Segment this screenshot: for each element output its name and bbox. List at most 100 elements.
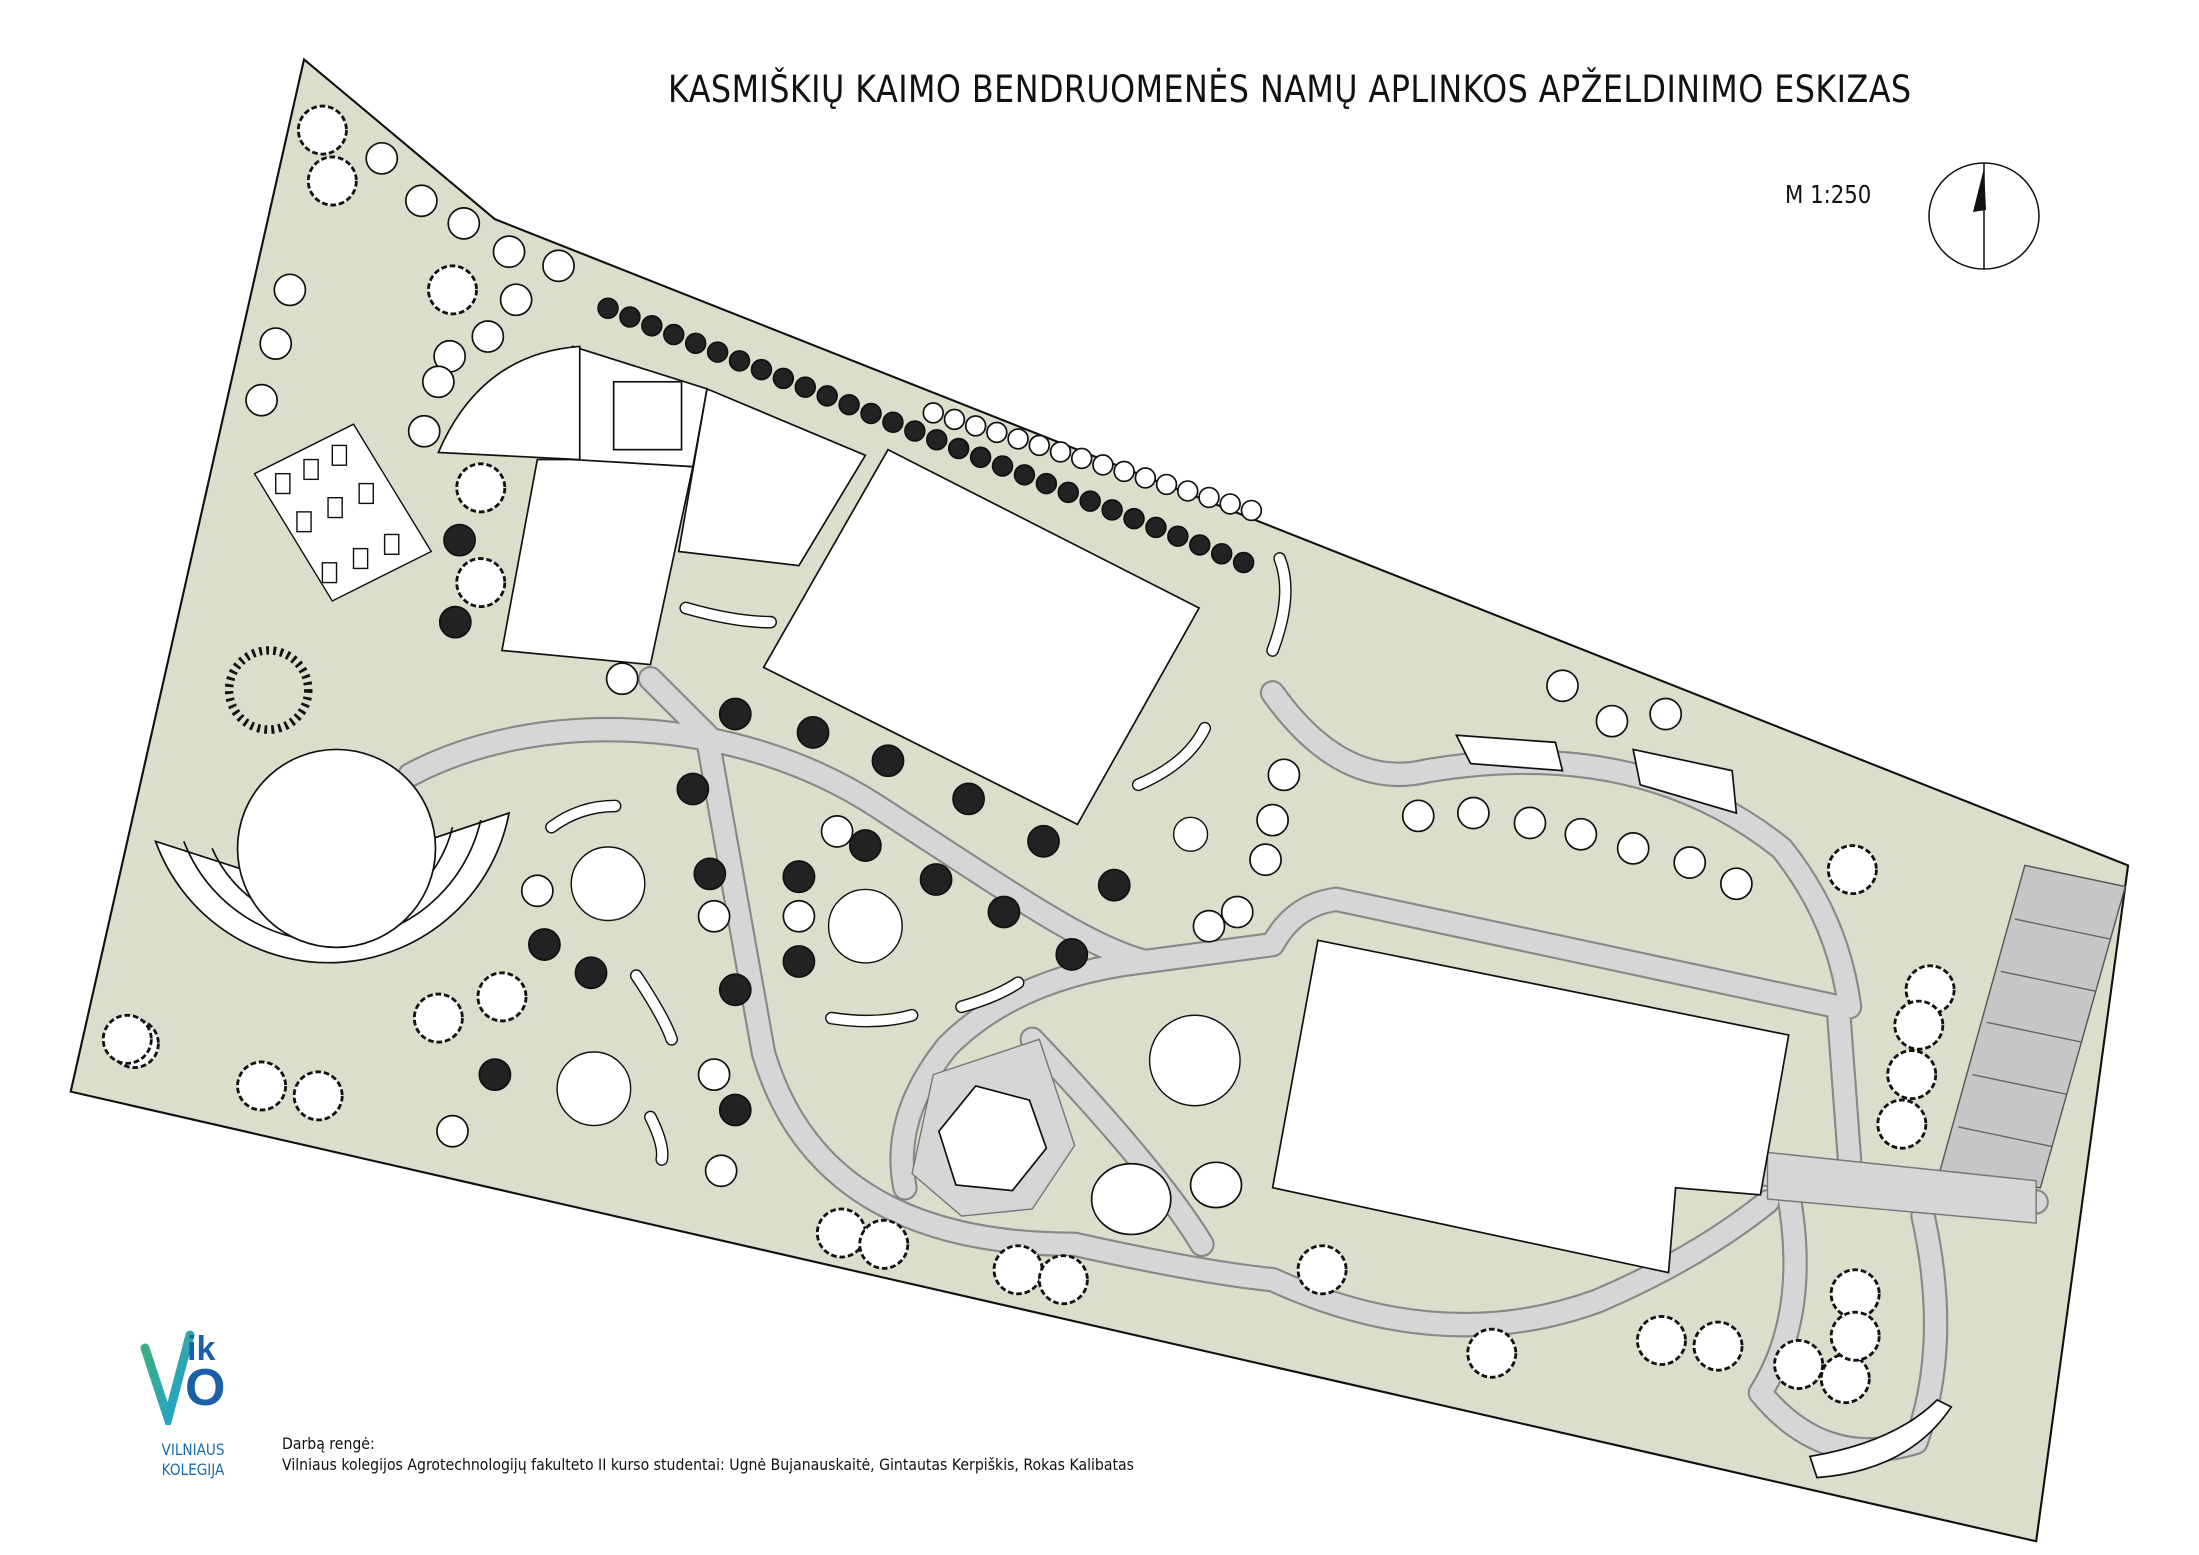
flowering-shrub-icon [986, 421, 1008, 444]
conifer-shrub-icon [1167, 525, 1189, 547]
conifer-shrub-icon [969, 446, 992, 469]
flowering-shrub-icon [1564, 817, 1598, 851]
flowering-shrub-icon [1219, 493, 1241, 515]
deciduous-tree-icon [236, 1060, 288, 1112]
flowering-shrub-icon [1616, 831, 1650, 865]
flowering-shrub-icon [447, 207, 481, 240]
conifer-shrub-icon [838, 393, 860, 416]
deciduous-tree-icon [1876, 1098, 1928, 1150]
deciduous-tree-icon [1635, 1315, 1687, 1366]
credits-heading: Darbą rengė: [282, 1434, 375, 1453]
conifer-shrub-icon [882, 411, 904, 433]
conifer-shrub-icon [1210, 542, 1233, 565]
flowering-shrub-icon [922, 402, 944, 424]
flowering-shrub-icon [1028, 434, 1051, 457]
conifer-shrub-icon [947, 437, 970, 460]
flowering-shrub-icon [1192, 909, 1226, 943]
deciduous-tree-icon [1893, 999, 1945, 1051]
flowering-shrub-icon [697, 899, 731, 933]
flowering-shrub-icon [365, 141, 399, 175]
raised-beds [253, 423, 433, 602]
annex-east [677, 387, 867, 567]
scale-label: M 1:250 [1785, 180, 1872, 209]
conifer-shrub-icon [816, 385, 838, 407]
deciduous-tree-icon [1819, 1353, 1871, 1405]
conifer-shrub-icon [478, 1058, 512, 1092]
conifer-shrub-icon [926, 429, 948, 451]
conifer-shrub-icon [718, 1093, 752, 1127]
conifer-shrub-icon [796, 716, 830, 749]
flowering-shrub-icon [1070, 447, 1093, 470]
conifer-shrub-icon [1232, 551, 1255, 574]
deciduous-tree-icon [455, 462, 507, 514]
deciduous-tree-icon [1037, 1254, 1089, 1306]
specimen-tree-icon [224, 646, 313, 734]
deciduous-tree-icon [1773, 1339, 1825, 1390]
parking-area [1939, 864, 2127, 1189]
flowering-shrub-icon [1401, 799, 1435, 833]
conifer-shrub-icon [1055, 938, 1089, 971]
conifer-shrub-icon [919, 863, 953, 896]
conifer-shrub-icon [782, 945, 816, 978]
conifer-shrub-icon [904, 420, 926, 442]
flowering-shrub-icon [259, 327, 293, 361]
conifer-shrub-icon [718, 973, 752, 1007]
conifer-shrub-icon [1057, 481, 1080, 504]
logo-name-line1: VILNIAUS [161, 1440, 225, 1459]
flowering-shrub-icon [1673, 846, 1707, 879]
flowering-shrub-icon [1256, 803, 1290, 837]
flowering-shrub-icon [1092, 454, 1114, 476]
circular-seating [556, 816, 1241, 1127]
round-building [154, 748, 511, 964]
flowering-shrub-icon [1546, 669, 1579, 703]
deciduous-tree-icon [1466, 1327, 1518, 1379]
conifer-shrub-icon [772, 367, 795, 390]
gazebo-hexagon [937, 1084, 1048, 1192]
conifer-shrub-icon [848, 829, 882, 862]
conifer-shrub-icon [1027, 824, 1060, 858]
conifer-shrub-icon [1097, 868, 1131, 902]
deciduous-tree-icon [292, 1070, 344, 1122]
flowering-shrub-icon [820, 815, 854, 848]
flowering-shrub-icon [1134, 467, 1157, 489]
conifer-shrub-icon [684, 332, 707, 355]
hall-building [1271, 939, 1790, 1274]
deciduous-tree-icon [427, 264, 478, 316]
flowering-shrub-icon [404, 184, 438, 218]
flowering-shrub-icon [245, 383, 278, 417]
flowering-shrub-icon [471, 320, 505, 353]
deciduous-tree-icon [455, 557, 507, 609]
conifer-shrub-icon [676, 772, 710, 806]
deciduous-tree-icon [1692, 1320, 1744, 1372]
flowering-shrub-icon [1007, 428, 1029, 450]
flowering-shrub-icon [782, 899, 816, 933]
deciduous-tree-icon [476, 971, 528, 1023]
conifer-shrub-icon [1079, 490, 1101, 512]
deciduous-tree-icon [306, 155, 358, 207]
logo-v-mark [140, 1330, 195, 1425]
flowering-shrub-icon [1177, 480, 1199, 502]
conifer-shrub-icon [750, 358, 773, 381]
deciduous-tree-icon [1296, 1244, 1348, 1296]
conifer-shrub-icon [574, 956, 608, 990]
flowering-shrub-icon [1249, 843, 1282, 877]
deciduous-tree-icon [1826, 844, 1878, 896]
logo-ik: ik [187, 1330, 216, 1368]
flowering-shrub-icon [704, 1154, 738, 1188]
conifer-shrub-icon [597, 297, 619, 319]
deciduous-tree-icon [1829, 1310, 1881, 1362]
conifer-shrub-icon [991, 455, 1014, 477]
flowering-shrub-icon [1113, 460, 1135, 483]
conifer-shrub-icon [438, 605, 472, 639]
deciduous-tree-icon [412, 992, 464, 1044]
flowering-shrub-icon [421, 365, 455, 399]
flowering-shrub-icon [407, 414, 441, 448]
vilniaus-kolegija-logo: ik O VILNIAUS KOLEGIJA [135, 1320, 245, 1480]
conifer-shrub-icon [1101, 499, 1123, 521]
buildings [437, 345, 1953, 1479]
conifer-shrub-icon [782, 860, 816, 894]
conifer-shrub-icon [706, 341, 729, 363]
flowering-shrub-icon [964, 415, 987, 437]
flowering-shrub-icon [1198, 486, 1220, 509]
